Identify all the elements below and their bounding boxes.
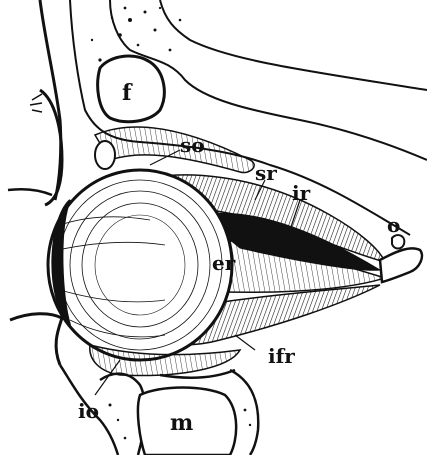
- optic-nerve: [380, 248, 422, 282]
- lower-eyelid: [10, 314, 62, 365]
- label-so: so: [180, 133, 205, 157]
- eyelashes-upper: [30, 94, 42, 112]
- label-f: f: [122, 80, 133, 106]
- superior-oblique-muscle: [95, 127, 254, 173]
- label-m: m: [170, 410, 193, 436]
- label-io: io: [78, 399, 99, 423]
- upper-lid-lashes-left: [8, 189, 52, 195]
- eyeball: [48, 170, 232, 360]
- label-ir: ir: [292, 181, 311, 205]
- label-er: er: [212, 251, 236, 275]
- label-sr: sr: [255, 161, 277, 185]
- optic-nerve-tip: [392, 235, 404, 248]
- trochlea: [95, 141, 115, 169]
- label-ifr: ifr: [268, 344, 295, 368]
- label-o: o: [387, 213, 400, 237]
